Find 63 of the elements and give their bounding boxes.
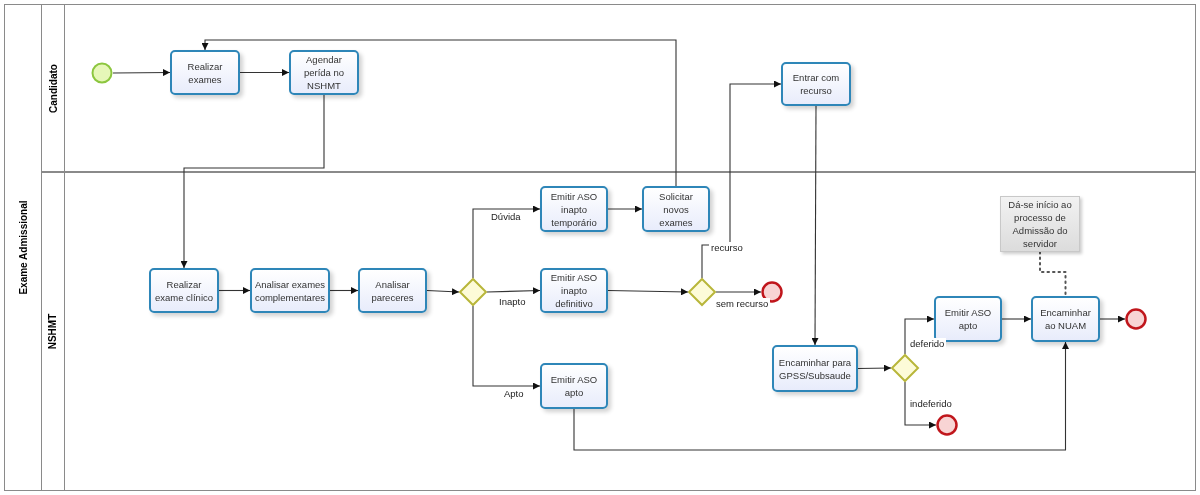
pool bbox=[5, 5, 1195, 490]
task-box bbox=[772, 345, 858, 392]
arrow bbox=[607, 288, 689, 296]
arrow bbox=[715, 288, 762, 296]
task-label: Entrar com recurso bbox=[791, 71, 841, 97]
swimlane bbox=[42, 5, 1195, 172]
edge-label: Inapto bbox=[497, 296, 528, 308]
arrow bbox=[426, 288, 460, 296]
pool-label: Exame Admissional bbox=[16, 200, 30, 295]
task-label: Encaminhar ao NUAM bbox=[1039, 306, 1092, 332]
lane-label: NSHMT bbox=[46, 313, 60, 349]
lane-label: Candidato bbox=[46, 64, 60, 113]
task-label: Analisar pareceres bbox=[370, 277, 415, 304]
edge-label: indeferido bbox=[908, 398, 954, 410]
task-box bbox=[934, 296, 1002, 342]
task-label: Emitir ASO apto bbox=[549, 373, 599, 399]
arrow bbox=[112, 69, 171, 77]
edge-label: recurso bbox=[709, 242, 745, 254]
task-box bbox=[1031, 296, 1100, 342]
arrow bbox=[239, 69, 290, 76]
edge-label: Apto bbox=[502, 388, 526, 400]
task-label: Encaminhar para GPSS/Subsaude bbox=[777, 355, 853, 382]
task-box bbox=[540, 363, 608, 409]
task-label: Emitir ASO inapto temporário bbox=[549, 189, 599, 229]
arrow bbox=[1001, 315, 1032, 323]
arrow bbox=[486, 287, 541, 295]
arrow bbox=[201, 39, 677, 187]
task-label: Agendar perída no NSHMT bbox=[302, 53, 346, 92]
arrow bbox=[904, 381, 937, 429]
association-line bbox=[1039, 251, 1067, 297]
edge-label: deferido bbox=[908, 338, 947, 350]
arrow bbox=[904, 315, 935, 355]
arrow bbox=[472, 305, 541, 390]
task-box bbox=[781, 62, 851, 106]
task-label: Emitir ASO apto bbox=[943, 306, 993, 332]
task-box bbox=[358, 268, 427, 313]
swimlane bbox=[42, 172, 1195, 490]
task-box bbox=[289, 50, 359, 95]
task-label: Solicitar novos exames bbox=[658, 189, 694, 229]
task-box bbox=[250, 268, 330, 313]
task-box bbox=[540, 186, 608, 232]
arrow bbox=[218, 287, 251, 294]
task-box bbox=[642, 186, 710, 232]
task-box bbox=[170, 50, 240, 95]
arrow bbox=[180, 94, 325, 269]
task-label: Realizar exame clínico bbox=[153, 277, 215, 304]
arrow bbox=[701, 80, 782, 279]
arrow bbox=[329, 287, 359, 294]
arrow bbox=[857, 364, 892, 372]
task-box bbox=[149, 268, 219, 313]
task-label: Realizar exames bbox=[186, 59, 224, 86]
arrow bbox=[472, 205, 541, 279]
task-label: Analisar exames complementares bbox=[254, 277, 326, 304]
task-box bbox=[540, 268, 608, 313]
arrow bbox=[1099, 315, 1126, 323]
edge-label: sem recurso bbox=[714, 298, 771, 310]
arrow bbox=[573, 341, 1069, 451]
arrow bbox=[607, 205, 643, 213]
arrow bbox=[811, 105, 819, 346]
task-label: Emitir ASO inapto definitivo bbox=[549, 271, 599, 310]
annotation-box bbox=[1000, 196, 1080, 252]
annotation-text: Dá-se início ao processo de Admissão do servidor bbox=[1007, 198, 1073, 250]
edge-label: Dúvida bbox=[489, 211, 523, 223]
